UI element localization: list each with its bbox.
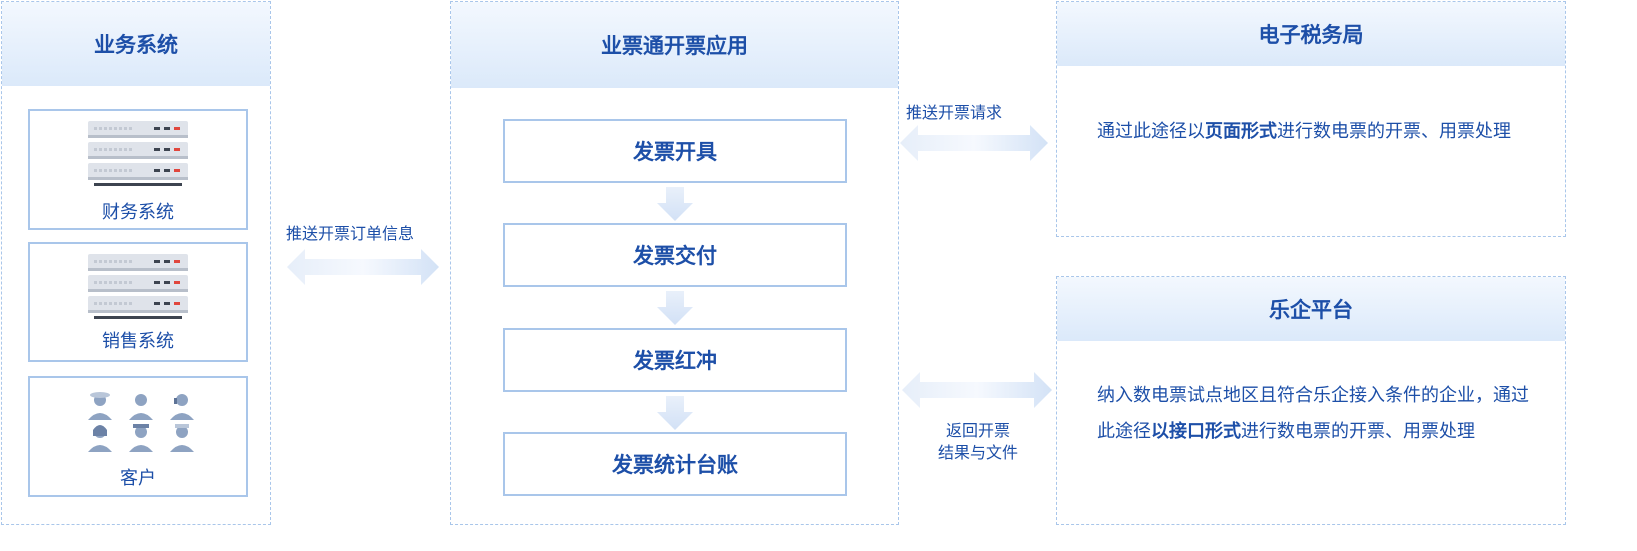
down-arrow-icon	[657, 187, 693, 221]
invoice-app-panel: 业票通开票应用 发票开具 发票交付 发票红冲 发票统计台账	[450, 1, 899, 525]
tax-text-bold: 页面形式	[1205, 121, 1277, 142]
tax-bureau-title: 电子税务局	[1057, 2, 1565, 66]
bidirectional-arrow-icon	[287, 249, 439, 285]
sales-system-box: 销售系统	[28, 242, 248, 362]
server-icon	[88, 121, 188, 186]
push-order-label: 推送开票订单信息	[285, 224, 414, 243]
tax-bureau-panel: 电子税务局 通过此途径以页面形式进行数电票的开票、用票处理	[1056, 1, 1566, 237]
down-arrow-icon	[657, 396, 693, 430]
return-result-label: 返回开票 结果与文件	[920, 420, 1036, 464]
sales-system-label: 销售系统	[102, 331, 174, 352]
leqi-text-post: 进行数电票的开票、用票处理	[1241, 421, 1475, 442]
tax-bureau-description: 通过此途径以页面形式进行数电票的开票、用票处理	[1097, 114, 1543, 150]
customer-label: 客户	[120, 468, 156, 489]
leqi-platform-description: 纳入数电票试点地区且符合乐企接入条件的企业，通过此途径以接口形式进行数电票的开票…	[1097, 378, 1543, 450]
down-arrow-icon	[657, 291, 693, 325]
people-icon	[88, 392, 194, 452]
server-icon	[88, 254, 188, 319]
step-invoice-delivery: 发票交付	[503, 223, 847, 287]
step-invoice-redflush: 发票红冲	[503, 328, 847, 392]
return-result-line1: 返回开票	[945, 421, 1010, 440]
tax-text-pre: 通过此途径以	[1097, 121, 1205, 142]
leqi-text-pre: 纳入数电票试点地区且符合乐企接入条件的企业，通过此途径	[1097, 385, 1529, 442]
leqi-platform-title: 乐企平台	[1057, 277, 1565, 341]
business-systems-title: 业务系统	[2, 2, 270, 86]
tax-text-post: 进行数电票的开票、用票处理	[1277, 121, 1511, 142]
leqi-text-bold: 以接口形式	[1151, 421, 1241, 442]
business-systems-panel: 业务系统 财务系统 销售系统	[1, 1, 271, 525]
step-invoice-issue: 发票开具	[503, 119, 847, 183]
finance-system-label: 财务系统	[102, 202, 174, 223]
push-request-label: 推送开票请求	[906, 103, 1003, 122]
bidirectional-arrow-icon	[902, 372, 1052, 408]
return-result-line2: 结果与文件	[937, 443, 1018, 462]
invoice-app-title: 业票通开票应用	[451, 2, 898, 88]
finance-system-box: 财务系统	[28, 109, 248, 230]
leqi-platform-panel: 乐企平台 纳入数电票试点地区且符合乐企接入条件的企业，通过此途径以接口形式进行数…	[1056, 276, 1566, 525]
bidirectional-arrow-icon	[900, 125, 1048, 161]
step-invoice-ledger: 发票统计台账	[503, 432, 847, 496]
customer-box: 客户	[28, 376, 248, 497]
